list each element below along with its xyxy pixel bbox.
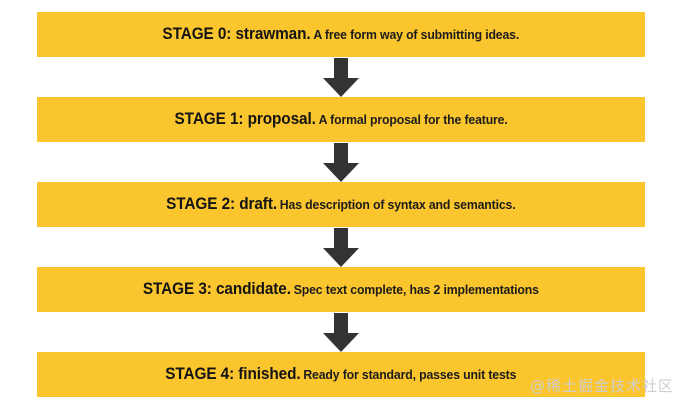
stage-text-3: STAGE 3: candidate.Spec text complete, h…	[143, 281, 539, 298]
stage-description-2: Has description of syntax and semantics.	[279, 197, 516, 212]
stage-description-1: A formal proposal for the feature.	[318, 112, 508, 127]
stage-text-0: STAGE 0: strawman.A free form way of sub…	[163, 26, 520, 43]
arrow-stage2-to-stage3	[319, 228, 363, 268]
stage-title-0: STAGE 0: strawman.	[162, 25, 311, 43]
stage-bar-2: STAGE 2: draft.Has description of syntax…	[37, 182, 645, 227]
stage-text-2: STAGE 2: draft.Has description of syntax…	[166, 195, 516, 213]
stage-bar-4: STAGE 4: finished.Ready for standard, pa…	[37, 352, 645, 397]
stage-title-3: STAGE 3: candidate.	[143, 280, 292, 298]
arrow-down-icon	[323, 313, 359, 352]
stage-title-4: STAGE 4: finished.	[165, 365, 301, 383]
stage-text-1: STAGE 1: proposal.A formal proposal for …	[174, 111, 507, 128]
stage-bar-3: STAGE 3: candidate.Spec text complete, h…	[37, 267, 645, 312]
arrow-stage1-to-stage2	[319, 143, 363, 183]
arrow-down-icon	[323, 228, 359, 267]
stage-title-1: STAGE 1: proposal.	[174, 110, 316, 128]
arrow-down-icon	[323, 143, 359, 182]
arrow-stage0-to-stage1	[319, 58, 363, 98]
arrow-stage3-to-stage4	[319, 313, 363, 353]
stage-description-4: Ready for standard, passes unit tests	[303, 367, 517, 382]
stage-description-3: Spec text complete, has 2 implementation…	[293, 282, 539, 297]
stage-text-4: STAGE 4: finished.Ready for standard, pa…	[165, 366, 516, 383]
stage-bar-0: STAGE 0: strawman.A free form way of sub…	[37, 12, 645, 57]
stage-description-0: A free form way of submitting ideas.	[313, 27, 520, 42]
arrow-down-icon	[323, 58, 359, 97]
stage-title-2: STAGE 2: draft.	[166, 195, 278, 213]
stage-bar-1: STAGE 1: proposal.A formal proposal for …	[37, 97, 645, 142]
